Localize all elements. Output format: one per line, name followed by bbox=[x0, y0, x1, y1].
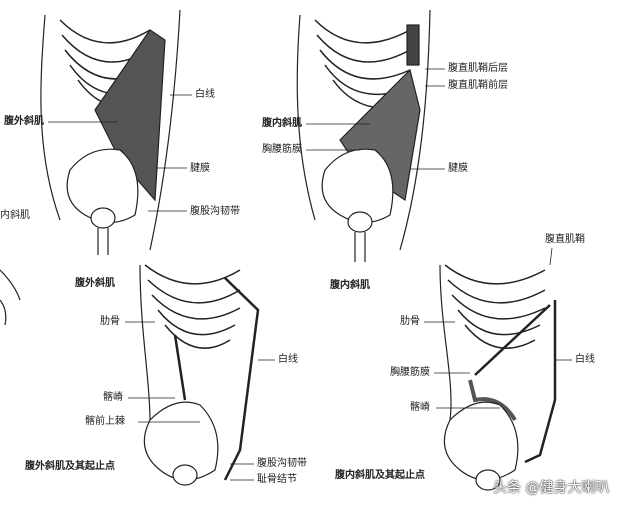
label-inguinal-ligament: 腹股沟韧带 bbox=[190, 206, 240, 217]
panel-bottom-left-drawing bbox=[139, 264, 260, 486]
label-aponeurosis: 腱膜 bbox=[448, 163, 468, 174]
label-inguinal-ligament: 腹股沟韧带 bbox=[257, 458, 307, 469]
watermark: 头条 @健身大喇叭 bbox=[493, 480, 610, 496]
panel-top-left-drawing bbox=[0, 9, 181, 326]
panel-bottom-right-drawing bbox=[439, 264, 557, 491]
label-linea-alba: 白线 bbox=[575, 354, 595, 365]
label-thoracolumbar-fascia: 胸腰筋膜 bbox=[390, 367, 430, 378]
label-rectus-sheath: 腹直肌鞘 bbox=[545, 234, 585, 245]
label-pubic-tubercle: 耻骨结节 bbox=[257, 474, 297, 485]
caption-top-left: 腹外斜肌 bbox=[75, 278, 115, 289]
label-aponeurosis: 腱膜 bbox=[190, 163, 210, 174]
label-external-oblique: 腹外斜肌 bbox=[4, 116, 44, 127]
caption-top-right: 腹内斜肌 bbox=[330, 280, 370, 291]
label-linea-alba: 白线 bbox=[278, 354, 298, 365]
caption-bottom-left: 腹外斜肌及其起止点 bbox=[25, 461, 115, 472]
panel-top-right-drawing bbox=[296, 9, 431, 262]
label-internal-oblique-cut: 腹内斜肌 bbox=[0, 210, 30, 221]
label-sheath-anterior: 腹直肌鞘前层 bbox=[448, 80, 508, 91]
leader-lines bbox=[48, 68, 572, 481]
label-iliac-crest: 髂嵴 bbox=[410, 402, 430, 413]
label-linea-alba: 白线 bbox=[195, 89, 215, 100]
label-sheath-posterior: 腹直肌鞘后层 bbox=[448, 63, 508, 74]
label-ribs: 肋骨 bbox=[400, 316, 420, 327]
label-iliac-crest: 髂嵴 bbox=[103, 392, 123, 403]
label-thoracolumbar-fascia: 胸腰筋膜 bbox=[262, 144, 302, 155]
label-asis: 髂前上棘 bbox=[85, 416, 125, 427]
label-ribs: 肋骨 bbox=[100, 316, 120, 327]
caption-bottom-right: 腹内斜肌及其起止点 bbox=[335, 470, 425, 481]
label-internal-oblique: 腹内斜肌 bbox=[262, 118, 302, 129]
